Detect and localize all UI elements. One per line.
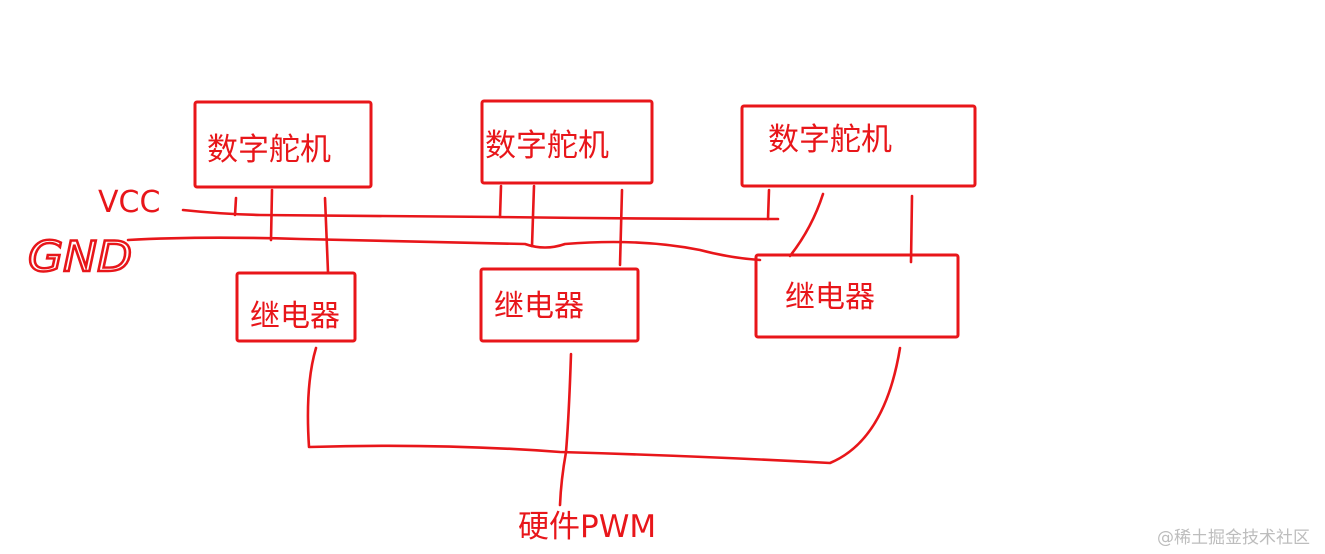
signal-wire: [323, 196, 330, 274]
servo-box: [480, 99, 654, 185]
servo-label: 数字舵机: [207, 132, 331, 168]
servo-box: [193, 100, 373, 189]
vcc-rail: VCC: [98, 184, 780, 221]
gnd-wire: [126, 236, 762, 262]
vcc-tap: [766, 188, 771, 221]
relay-3: 继电器: [754, 253, 960, 339]
gnd-rail: GND: [27, 184, 825, 282]
pwm-wire: [306, 346, 902, 465]
vcc-tap: [498, 184, 503, 219]
servo-1: 数字舵机: [193, 100, 373, 189]
relay-label: 继电器: [250, 299, 340, 334]
servo-label: 数字舵机: [768, 122, 892, 158]
pwm-label: 硬件PWM: [518, 509, 656, 545]
servo-label: 数字舵机: [485, 128, 609, 164]
vcc-tap: [233, 196, 238, 217]
pwm-wire: [564, 352, 573, 454]
relay-label: 继电器: [785, 280, 875, 315]
relay-1: 继电器: [235, 271, 357, 343]
signal-wires: [323, 188, 914, 274]
gnd-tap: [269, 188, 274, 242]
relay-box: [235, 271, 357, 343]
vcc-label: VCC: [98, 185, 160, 220]
relay-box: [479, 267, 640, 343]
relay-2: 继电器: [479, 267, 640, 343]
pwm-bus: 硬件PWM: [306, 346, 902, 545]
relay-box: [754, 253, 960, 339]
gnd-label: GND: [28, 232, 132, 281]
relay-label: 继电器: [494, 289, 584, 324]
signal-wire: [618, 188, 624, 267]
gnd-tap: [530, 184, 536, 248]
servo-box: [740, 104, 977, 188]
pwm-wire: [558, 450, 568, 507]
watermark: @稀土掘金技术社区: [1157, 528, 1310, 548]
servo-3: 数字舵机: [740, 104, 977, 188]
signal-wire: [909, 194, 914, 264]
gnd-tap: [788, 192, 825, 258]
vcc-wire: [181, 208, 780, 221]
servo-2: 数字舵机: [480, 99, 654, 185]
